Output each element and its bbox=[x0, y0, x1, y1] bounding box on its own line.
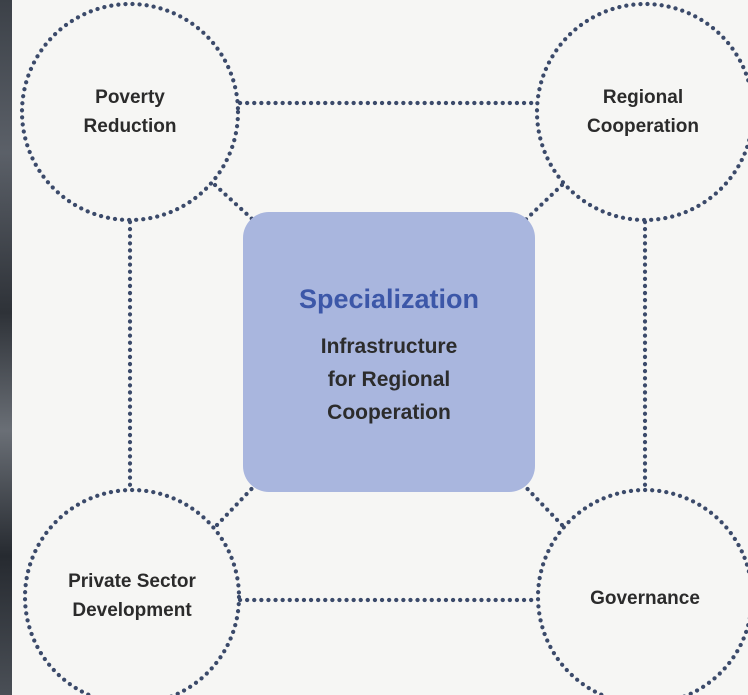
node-circle-governance bbox=[535, 487, 748, 695]
center-subtitle: Infrastructure for Regional Cooperation bbox=[320, 335, 458, 424]
node-circle-private-sector bbox=[22, 487, 242, 695]
center-title: Specialization bbox=[298, 284, 480, 314]
node-label-private-sector-development: Private Sector Development bbox=[68, 571, 196, 621]
node-label-poverty-reduction: Poverty Reduction bbox=[83, 87, 177, 137]
center-box: Specialization Infrastructure for Region… bbox=[243, 212, 535, 492]
background-photo-edge bbox=[0, 0, 12, 695]
node-label-regional-cooperation: Regional Cooperation bbox=[587, 87, 699, 137]
node-label-governance: Governance bbox=[590, 588, 700, 609]
